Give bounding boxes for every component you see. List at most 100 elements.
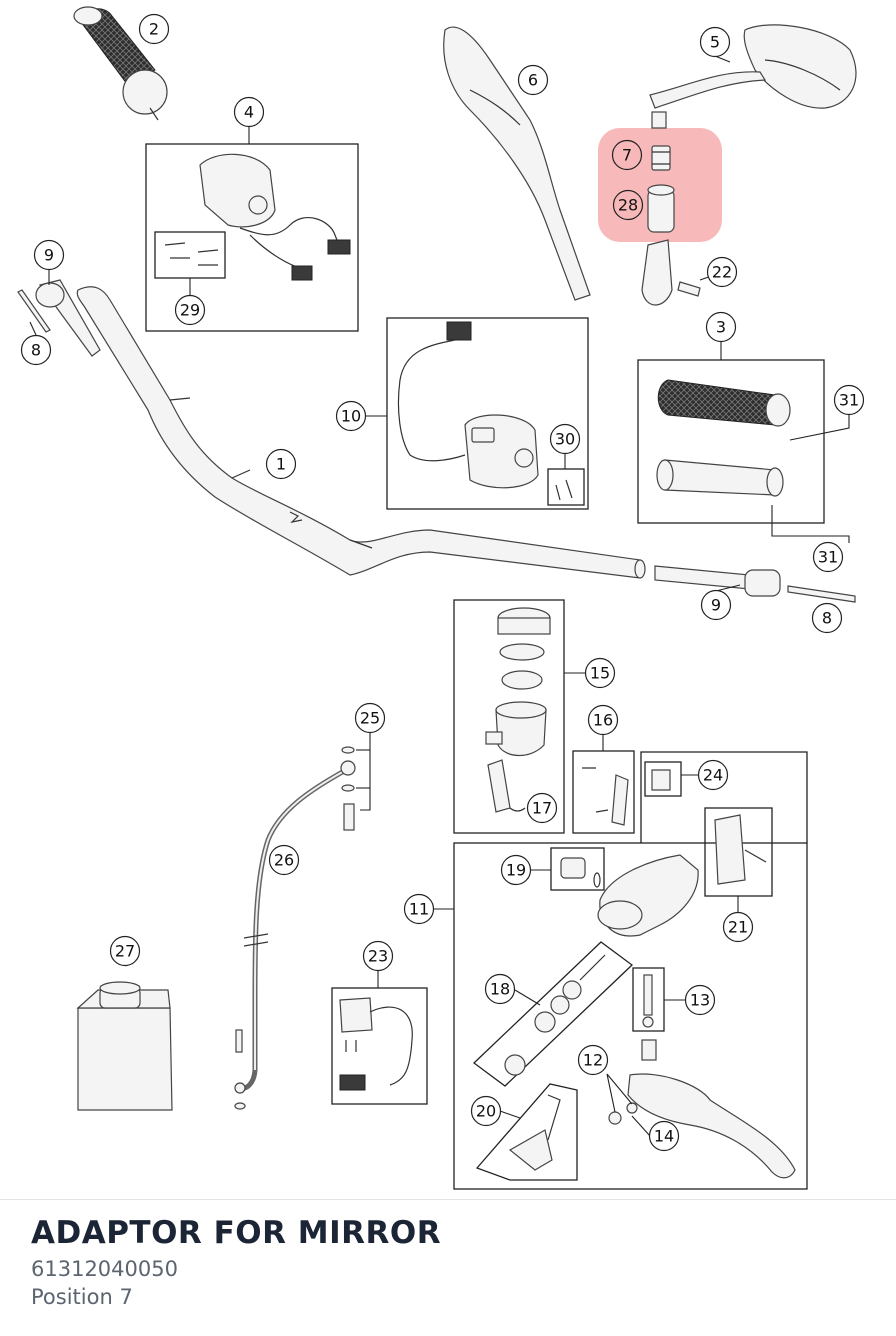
group-box-19 (550, 847, 605, 891)
svg-text:12: 12 (583, 1051, 603, 1070)
svg-text:16: 16 (593, 711, 613, 730)
callout-4: 4 (233, 96, 265, 128)
callouts: 2 4 29 6 5 7 28 22 9 8 3 31 31 10 30 1 9… (20, 13, 865, 1152)
svg-text:13: 13 (690, 991, 710, 1010)
svg-text:22: 22 (712, 263, 732, 282)
callout-12: 12 (577, 1044, 609, 1076)
svg-text:5: 5 (710, 33, 720, 52)
svg-text:30: 30 (555, 430, 575, 449)
svg-text:8: 8 (822, 609, 832, 628)
callout-2: 2 (138, 13, 170, 45)
svg-text:9: 9 (44, 246, 54, 265)
mirror-spacer (647, 184, 675, 233)
svg-text:4: 4 (244, 103, 254, 122)
throttle-grip (656, 379, 791, 497)
callout-22: 22 (706, 256, 738, 288)
piston-seals-18 (504, 954, 606, 1076)
svg-text:15: 15 (590, 664, 610, 683)
brake-lever (608, 1039, 796, 1179)
part-19 (560, 857, 601, 888)
callout-16: 16 (587, 704, 619, 736)
svg-text:24: 24 (703, 766, 723, 785)
callout-31-bottom: 31 (812, 541, 844, 573)
leader-lines (29, 55, 850, 1137)
callout-28[interactable]: 28 (612, 189, 644, 221)
callout-1: 1 (265, 448, 297, 480)
bar-end-weight-left (17, 279, 101, 357)
callout-27: 27 (109, 935, 141, 967)
mirror (649, 24, 857, 129)
svg-text:19: 19 (506, 861, 526, 880)
group-box-switch-right (386, 317, 589, 510)
callout-31-top: 31 (833, 384, 865, 416)
svg-text:7: 7 (622, 146, 632, 165)
part-name: ADAPTOR FOR MIRROR (31, 1215, 442, 1251)
brake-hose (234, 746, 356, 1110)
callout-11: 11 (403, 893, 435, 925)
svg-text:17: 17 (532, 799, 552, 818)
callout-10: 10 (335, 400, 367, 432)
svg-text:10: 10 (341, 407, 361, 426)
svg-text:23: 23 (368, 947, 388, 966)
callout-25: 25 (354, 702, 386, 734)
group-box-switch-left (145, 143, 359, 332)
right-switch-housing (397, 321, 539, 489)
group-box-outline-master (640, 751, 808, 843)
clamp-21 (714, 814, 767, 885)
group-box-seals-18 (472, 941, 634, 1087)
svg-text:31: 31 (839, 391, 859, 410)
part-number: 61312040050 (31, 1257, 178, 1281)
svg-text:2: 2 (149, 20, 159, 39)
callout-21: 21 (722, 911, 754, 943)
callout-6: 6 (517, 64, 549, 96)
pin-13 (642, 974, 654, 1028)
part-position: Position 7 (31, 1285, 133, 1309)
svg-text:29: 29 (180, 301, 200, 320)
left-grip (73, 6, 168, 121)
svg-text:18: 18 (490, 980, 510, 999)
callout-8-right: 8 (811, 602, 843, 634)
svg-text:1: 1 (276, 455, 286, 474)
svg-text:20: 20 (476, 1102, 496, 1121)
callout-7[interactable]: 7 (611, 139, 643, 171)
screw-set-30 (555, 479, 573, 501)
svg-text:3: 3 (716, 318, 726, 337)
callout-8-left: 8 (20, 334, 52, 366)
part-24 (651, 769, 671, 791)
callout-26: 26 (268, 844, 300, 876)
callout-20: 20 (470, 1095, 502, 1127)
group-box-24 (644, 761, 682, 797)
part-20 (508, 1094, 561, 1171)
mirror-clamp (641, 239, 701, 306)
handlebar (76, 286, 646, 579)
master-cylinder-body (597, 854, 699, 937)
callout-14: 14 (648, 1120, 680, 1152)
svg-text:26: 26 (274, 851, 294, 870)
callout-5: 5 (699, 26, 731, 58)
group-box-sensor-23 (331, 987, 428, 1105)
brake-fluid-can (76, 981, 173, 1111)
svg-text:8: 8 (31, 341, 41, 360)
callout-17: 17 (526, 792, 558, 824)
svg-text:31: 31 (818, 548, 838, 567)
part-info-panel: ADAPTOR FOR MIRROR 61312040050 Position … (0, 1199, 896, 1336)
mirror-adaptor (651, 145, 671, 171)
callout-9-right: 9 (700, 589, 732, 621)
callout-23: 23 (362, 940, 394, 972)
callout-24: 24 (697, 759, 729, 791)
lever-guard (443, 26, 591, 301)
screw-set-29 (164, 242, 219, 266)
svg-text:11: 11 (409, 900, 429, 919)
callout-29: 29 (174, 294, 206, 326)
group-box-screws-29 (154, 231, 226, 279)
callout-13: 13 (684, 984, 716, 1016)
svg-text:14: 14 (654, 1127, 674, 1146)
group-box-throttle-grip (637, 359, 825, 524)
brake-light-switch (339, 997, 413, 1091)
group-box-20 (475, 1083, 578, 1181)
group-box-screws-30 (547, 468, 585, 506)
svg-text:9: 9 (711, 596, 721, 615)
callout-15: 15 (584, 657, 616, 689)
svg-text:27: 27 (115, 942, 135, 961)
svg-text:21: 21 (728, 918, 748, 937)
